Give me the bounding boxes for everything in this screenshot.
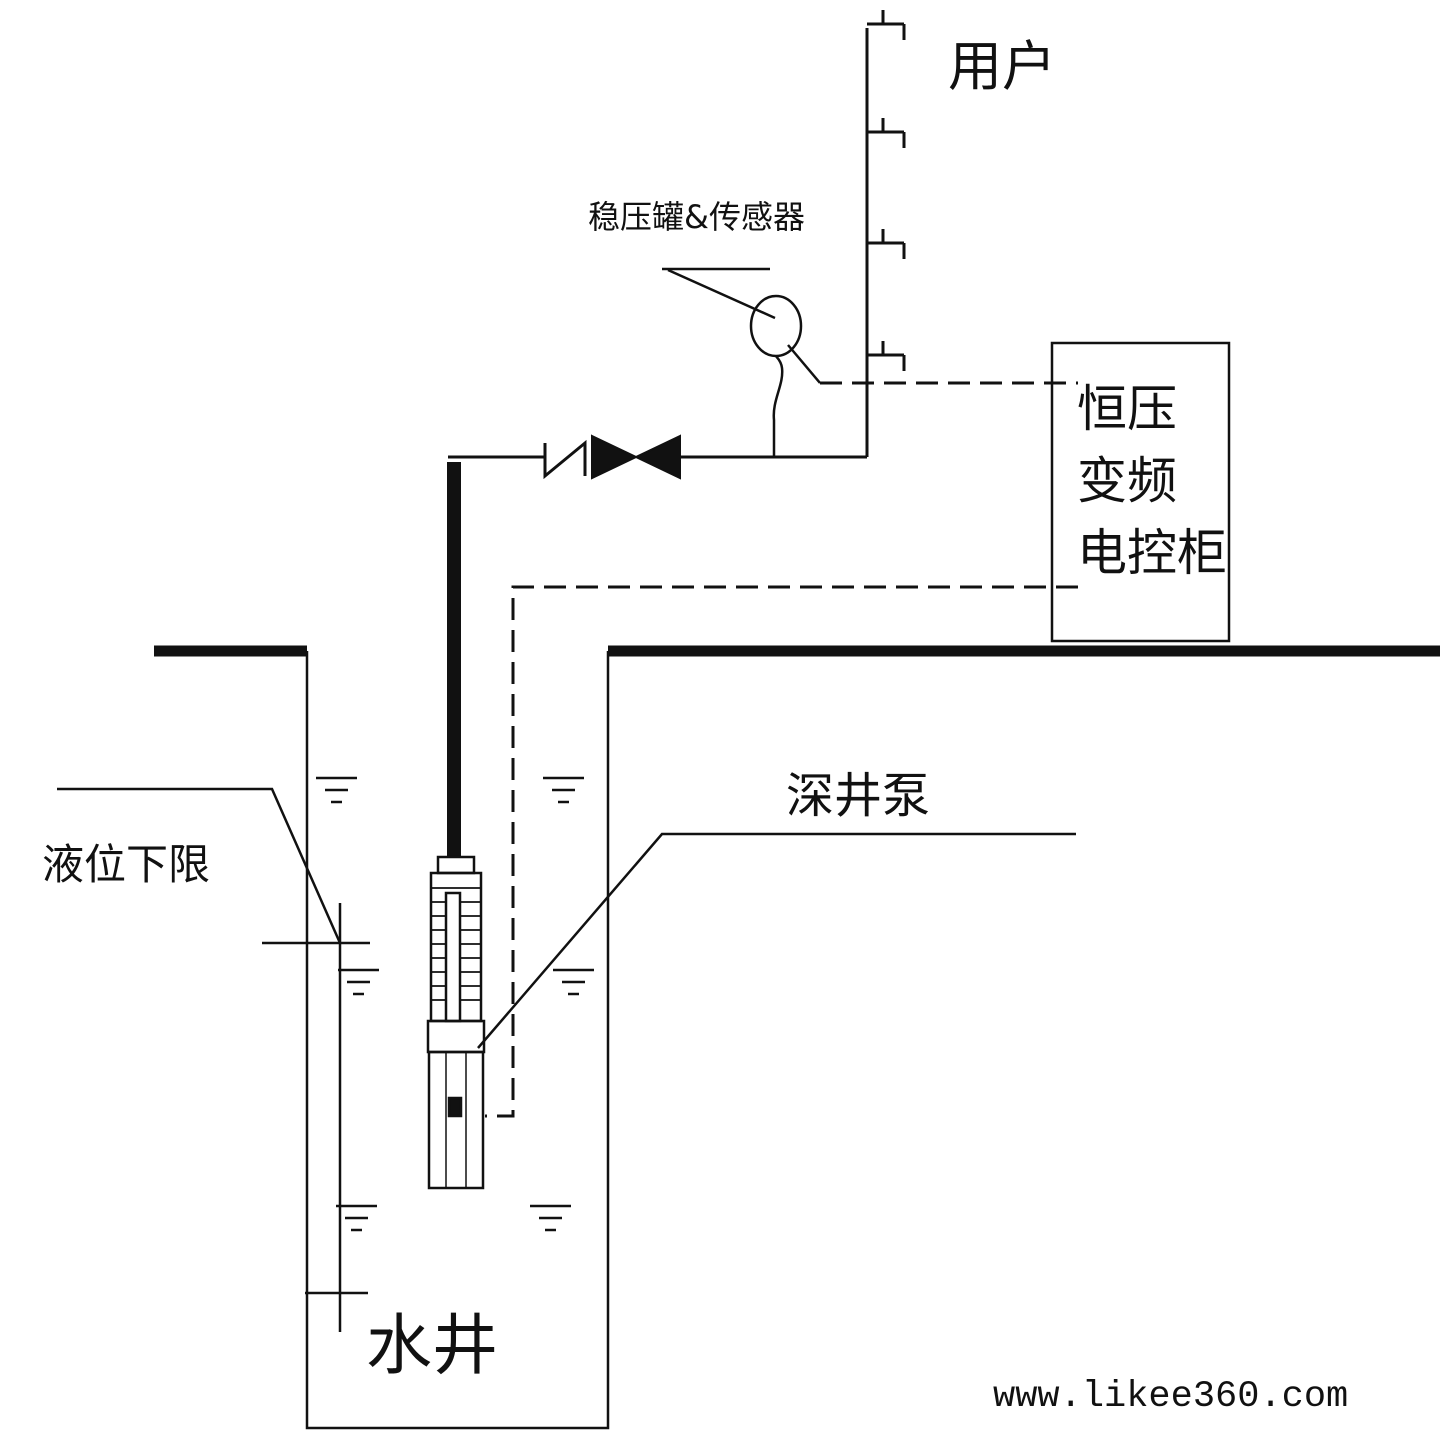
control-cabinet <box>1050 341 1231 643</box>
faucet-icon <box>867 118 906 148</box>
well-shaft <box>305 651 610 1430</box>
sensor-signal-stub <box>787 344 821 384</box>
user-label: 用户 <box>948 35 1056 98</box>
water-level-symbols <box>316 776 594 1232</box>
pump-motor <box>427 1050 485 1190</box>
pump-discharge-head <box>436 855 476 875</box>
water-level-icon <box>543 776 584 804</box>
faucet-icon <box>867 10 906 40</box>
tank-label-pointer <box>667 268 776 320</box>
pump-intake <box>426 1019 486 1054</box>
pump-stage-shaft <box>444 891 462 1023</box>
faucet-icon <box>867 229 906 259</box>
submersible-pump-icon <box>426 855 486 1190</box>
pump-power-line <box>485 585 1078 1118</box>
pump-label-leader <box>477 832 1076 1049</box>
faucet-icon <box>867 341 906 371</box>
tank-connection-pipe <box>772 355 784 457</box>
pressure-tank-icon <box>749 294 821 457</box>
cabinet-label-line3: 电控柜 <box>1077 524 1227 582</box>
website-watermark: www.likee360.com <box>993 1376 1348 1418</box>
cabinet-label-line1: 恒压 <box>1077 380 1177 438</box>
low-level-limit-label: 液位下限 <box>42 840 210 889</box>
water-well-label: 水井 <box>366 1307 498 1384</box>
cabinet-label-line2: 变频 <box>1077 452 1177 510</box>
tank-label-leader <box>662 267 776 320</box>
water-level-icon <box>316 776 357 804</box>
water-level-icon <box>553 968 594 996</box>
water-level-icon <box>336 1204 377 1232</box>
deep-well-pump-label: 深井泵 <box>786 768 930 824</box>
water-level-icon <box>338 968 379 996</box>
pump-motor-badge <box>447 1096 463 1118</box>
signal-lines <box>485 381 1078 1118</box>
faucets <box>867 10 906 371</box>
level-limit-leader <box>57 787 342 944</box>
level-limit-indicator <box>57 787 370 1332</box>
supply-pipe <box>448 28 869 459</box>
gate-valve-icon <box>591 434 681 480</box>
pressure-tank-body <box>749 294 803 358</box>
water-level-icon <box>530 1204 571 1232</box>
check-valve-icon <box>543 439 587 480</box>
pressure-tank-sensor-label: 稳压罐&传感器 <box>588 198 805 236</box>
